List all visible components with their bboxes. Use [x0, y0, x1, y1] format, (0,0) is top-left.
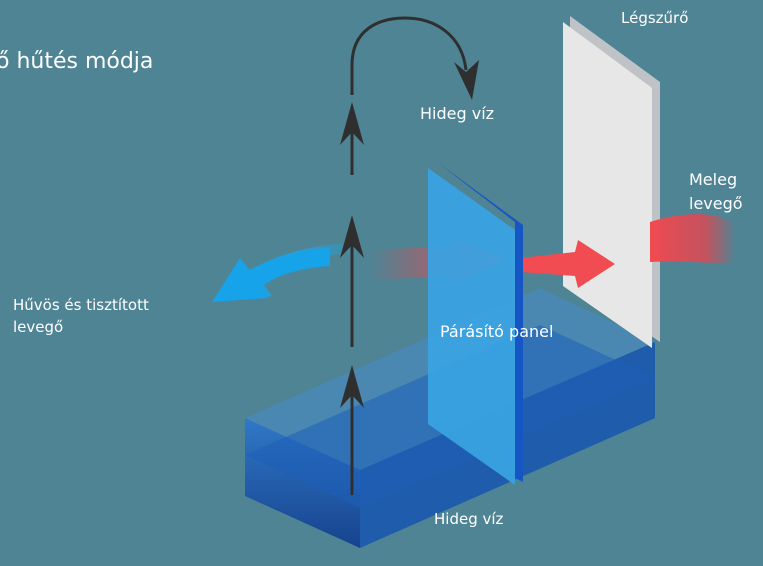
- panel-face: [428, 168, 515, 485]
- humidifier-panel: [428, 162, 523, 485]
- arrow-head-middle: [340, 215, 364, 258]
- cool-air-label-line2: levegő: [13, 318, 64, 336]
- cold-water-top-label: Hideg víz: [420, 104, 495, 123]
- cold-water-bottom-label: Hideg víz: [434, 510, 504, 528]
- warm-air-label-line1: Meleg: [689, 170, 738, 189]
- arrow-head-lower: [340, 365, 364, 408]
- cool-air-flow: [212, 242, 365, 302]
- page-title: ő hűtés módja: [0, 49, 154, 74]
- air-filter: [563, 16, 660, 348]
- air-filter-label: Légszűrő: [621, 9, 689, 27]
- cool-air-label-line1: Hűvös és tisztított: [13, 296, 149, 314]
- arrow-curve-top: [350, 16, 468, 95]
- warm-air-flow: [370, 214, 735, 288]
- cool-air-head: [212, 248, 330, 302]
- panel-label: Párásító panel: [440, 322, 554, 341]
- cool-air-label: Hűvös és tisztított levegő: [13, 294, 213, 338]
- arrow-head-upper: [340, 102, 364, 145]
- arrow-head-curve: [454, 60, 479, 100]
- warm-air-label: Meleg levegő: [689, 168, 743, 216]
- warm-air-label-line2: levegő: [689, 194, 743, 213]
- water-flow-arrows: [340, 16, 479, 495]
- warm-air-tail: [650, 214, 735, 263]
- warm-air-arrow: [520, 240, 615, 288]
